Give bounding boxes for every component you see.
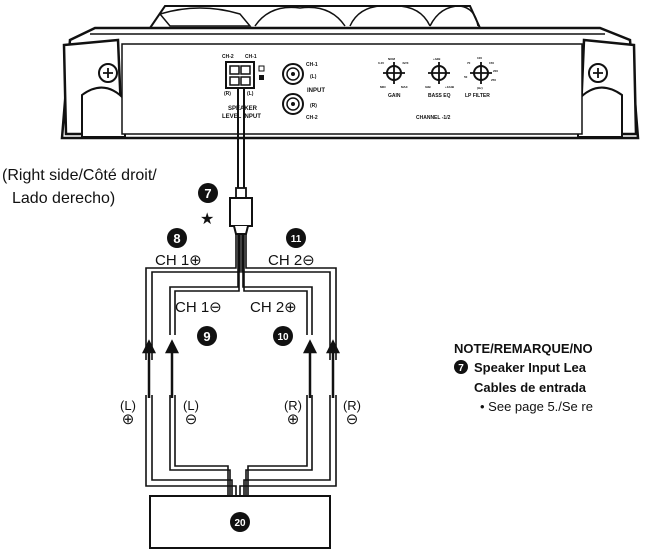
- bass-eq-top-label: +4dB: [433, 57, 441, 61]
- svg-text:7: 7: [204, 186, 211, 201]
- bass-eq-right-label: +12dB: [445, 85, 455, 89]
- lp-left1-label: 70: [467, 61, 471, 65]
- wire-label-ch2-plus: CH 2⊕: [250, 299, 297, 316]
- note-callout-7: 7: [454, 360, 468, 374]
- lp-right2-label: 200: [493, 69, 498, 73]
- wire-label-ch1-plus: CH 1⊕: [155, 252, 202, 269]
- lp-right1-label: 150: [489, 61, 494, 65]
- callout-7: 7: [198, 183, 218, 203]
- terminal-r-plus-ch: (R): [284, 398, 302, 413]
- terminal-l-minus-ch: (L): [183, 398, 199, 413]
- note-item-line1: Speaker Input Lea: [474, 360, 587, 375]
- rca-input-ch2[interactable]: [282, 93, 304, 115]
- note-item-line2: Cables de entrada: [474, 380, 587, 395]
- note-title: NOTE/REMARQUE/NO: [454, 341, 593, 356]
- callout-10: 10: [273, 326, 293, 346]
- terminal-r-minus-sign: ⊖: [346, 411, 359, 428]
- side-note-line1: (Right side/Côté droit/: [2, 167, 157, 184]
- bass-eq-left-label: 0dB: [425, 85, 432, 89]
- terminal-r-minus-ch: (R): [343, 398, 361, 413]
- speaker-input-ch2-label: CH-2: [222, 54, 234, 60]
- wire-harness: [145, 234, 337, 496]
- svg-text:7: 7: [458, 363, 464, 374]
- gain-max-label: MAX: [401, 85, 408, 89]
- callout-9: 9: [197, 326, 217, 346]
- rca-l-label: (L): [310, 74, 317, 80]
- amplifier-body: [60, 5, 640, 140]
- svg-text:11: 11: [291, 234, 302, 245]
- gain-left-label: 0.4V: [378, 61, 384, 65]
- speaker-input-ch1-label: CH-1: [245, 54, 257, 60]
- rca-ch1-label: CH-1: [306, 62, 318, 68]
- speaker-label-line1: SPEAKER: [228, 106, 258, 112]
- svg-text:20: 20: [234, 518, 246, 529]
- signal-arrows: [141, 339, 341, 398]
- wire-label-ch1-minus: CH 1⊖: [175, 299, 222, 316]
- terminal-r-plus-sign: ⊕: [287, 411, 300, 428]
- star-icon: ★: [200, 211, 214, 228]
- callout-20: 20: [230, 512, 250, 532]
- wire-label-ch2-minus: CH 2⊖: [268, 252, 315, 269]
- bass-eq-knob[interactable]: [428, 62, 450, 84]
- callout-11: 11: [286, 228, 306, 248]
- speaker-input-cable: [229, 88, 253, 235]
- lp-top-label: 100: [477, 56, 482, 60]
- terminal-l-plus-sign: ⊕: [122, 411, 135, 428]
- note-item-line3: • See page 5./Se re: [480, 399, 593, 414]
- rca-r-label: (R): [310, 103, 317, 109]
- svg-text:8: 8: [173, 231, 180, 246]
- gain-label: GAIN: [388, 93, 401, 99]
- bass-eq-label: BASS EQ: [428, 93, 451, 99]
- gain-top-label: NOM: [388, 57, 396, 61]
- gain-knob[interactable]: [383, 62, 405, 84]
- speaker-label-line2: LEVEL INPUT: [222, 114, 261, 120]
- speaker-input-r-label: (R): [224, 91, 231, 97]
- channel-label: CHANNEL -1/2: [416, 115, 451, 121]
- svg-text:9: 9: [203, 329, 210, 344]
- gain-min-label: MIN: [380, 85, 386, 89]
- lp-filter-knob[interactable]: [470, 62, 492, 84]
- lp-filter-label: LP FILTER: [465, 93, 490, 99]
- svg-text:10: 10: [277, 332, 289, 343]
- speaker-level-input-connector[interactable]: [225, 61, 265, 89]
- terminal-l-minus-sign: ⊖: [185, 411, 198, 428]
- lp-right3-label: 250: [491, 78, 496, 82]
- rca-input-ch1[interactable]: [282, 63, 304, 85]
- rca-ch2-label: CH-2: [306, 115, 318, 121]
- rca-input-label: INPUT: [307, 88, 325, 94]
- callout-8: 8: [167, 228, 187, 248]
- side-note-line2: Lado derecho): [12, 190, 115, 207]
- terminal-l-plus-ch: (L): [120, 398, 136, 413]
- gain-right-label: 4V/X: [402, 61, 409, 65]
- speaker-input-l-label: (L): [247, 91, 254, 97]
- lp-hz-label: (Hz): [477, 86, 483, 90]
- lp-left2-label: 50: [464, 75, 468, 79]
